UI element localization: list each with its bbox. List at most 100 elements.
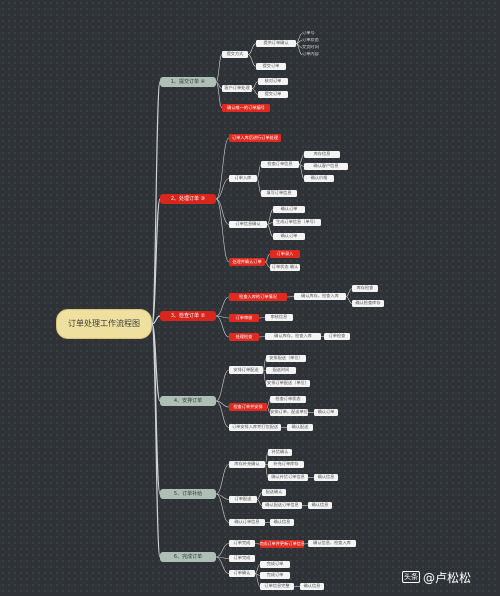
leaf-node[interactable]: 配送时间 <box>266 367 296 374</box>
leaf-node[interactable]: 确认补货订单信息 <box>268 474 308 481</box>
leaf-node[interactable]: 库存补充确认 <box>229 461 265 468</box>
connector-b2 <box>151 315 161 325</box>
leaf-node[interactable]: 订单录入 <box>270 250 300 258</box>
watermark: 头条 @卢松松 <box>402 566 471 588</box>
leaf-node[interactable]: 配送确认 <box>262 489 286 496</box>
connector-b1 <box>151 198 161 325</box>
connector-l5b <box>215 493 230 500</box>
leaf-node[interactable]: 确认订单信息 <box>229 519 265 526</box>
leaf-node[interactable]: 提交订单 <box>256 63 286 70</box>
connector-l2d2 <box>264 261 271 268</box>
leaf-node[interactable]: 确认库存，检查入库 <box>294 293 346 300</box>
connector-l2c3 <box>266 224 274 237</box>
leaf-node[interactable]: 确认配送订单信息 <box>262 502 302 509</box>
leaf-node[interactable]: 检查入库的订单情况 <box>229 293 287 301</box>
leaf-node[interactable]: 订单安排入库并打包配送 <box>229 424 281 431</box>
branch-4[interactable]: 4、安排订单 <box>160 396 216 406</box>
leaf-node[interactable]: 订单号 <box>302 31 315 36</box>
branch-1[interactable]: 1、提交订单 ④ <box>160 77 216 87</box>
leaf-node[interactable]: 订单审核 <box>229 314 259 322</box>
connector-l2d1 <box>264 253 271 263</box>
connector-l3b <box>215 315 230 319</box>
toutiao-logo-icon: 头条 <box>402 571 420 583</box>
leaf-node[interactable]: 生成订单信息（单号） <box>273 219 321 226</box>
leaf-node[interactable]: 确认信息 <box>314 474 338 481</box>
leaf-node[interactable]: 安排订单配送 <box>229 366 263 374</box>
leaf-node[interactable]: 核对订单 <box>258 78 288 85</box>
leaf-node[interactable]: 交货时间 <box>302 45 319 50</box>
root-node[interactable]: 订单处理工作流程图 <box>56 309 152 339</box>
connector-l1a <box>215 54 223 83</box>
leaf-node[interactable]: 客户订单处理 <box>222 85 252 92</box>
leaf-node[interactable]: 检查订单状态 <box>270 396 306 403</box>
leaf-node[interactable]: 订单信息确认 <box>229 221 267 228</box>
leaf-node[interactable]: 提供订单确认 <box>256 40 296 47</box>
leaf-node[interactable]: 审核信息 <box>265 314 293 321</box>
connector-l2a <box>215 137 230 200</box>
connector-l4a3 <box>262 369 267 384</box>
leaf-node[interactable]: 确认信息，检查入库 <box>308 540 356 547</box>
leaf-node[interactable]: 订单信息完整 <box>260 583 294 590</box>
leaf-node[interactable]: 安排配送（单位） <box>266 355 306 362</box>
leaf-node[interactable]: 库存信息 <box>304 151 340 158</box>
leaf-node[interactable]: 提交订单 <box>258 91 288 98</box>
connector-l2b1a <box>298 154 305 165</box>
leaf-node[interactable]: 确认信息 <box>270 519 294 526</box>
connector-l6a1a <box>303 543 309 545</box>
leaf-node[interactable]: 安排订单，配送单位 <box>270 409 308 416</box>
connector-l6c <box>215 556 230 574</box>
leaf-node[interactable]: 补充订单库存 <box>268 461 304 468</box>
leaf-node[interactable]: 完成订单 <box>260 561 290 568</box>
connector-l2b <box>215 178 230 200</box>
leaf-node[interactable]: 确认配送 <box>287 424 313 431</box>
leaf-node[interactable]: 处理检查 <box>229 333 259 341</box>
leaf-node[interactable]: 补货确认 <box>268 449 292 456</box>
leaf-node[interactable]: 完成订单 <box>260 572 290 579</box>
leaf-node[interactable]: 订单内容 <box>302 52 319 57</box>
leaf-node[interactable]: 完成订单并更新订单信息 <box>260 540 304 548</box>
leaf-node[interactable]: 填写订单信息 <box>261 190 297 197</box>
leaf-node[interactable]: 确认信息 <box>308 502 332 509</box>
leaf-node[interactable]: 提交方式 <box>222 51 248 58</box>
connector-l2c <box>215 198 230 225</box>
connector-l5a <box>215 464 230 495</box>
connector-l2d <box>215 198 230 263</box>
leaf-node[interactable]: 安排订单配送（单位） <box>266 380 310 387</box>
connector-l1a1 <box>247 43 257 55</box>
leaf-node[interactable]: 确认库存，检查入库 <box>265 333 321 340</box>
leaf-node[interactable]: 订单确认 <box>229 570 255 577</box>
leaf-node[interactable]: 确认订单 <box>273 206 305 213</box>
leaf-node[interactable]: 订单入库 <box>229 175 257 182</box>
connector-l3a <box>215 296 230 317</box>
connector-l5a1 <box>264 452 269 465</box>
leaf-node[interactable]: 订单状态 <box>302 38 319 43</box>
leaf-node[interactable]: 检查订单信息 <box>261 161 299 168</box>
leaf-node[interactable]: 确认唯一的订单编号 <box>222 104 270 112</box>
leaf-node[interactable]: 确认订单 <box>273 233 305 240</box>
leaf-node[interactable]: 确认价格 <box>304 175 334 182</box>
watermark-handle: @卢松松 <box>423 570 472 585</box>
leaf-node[interactable]: 订单检查 <box>324 333 350 340</box>
connector-l4a1 <box>262 358 267 371</box>
connector-l1c <box>215 81 223 109</box>
leaf-node[interactable]: 确认客户信息 <box>304 163 348 170</box>
leaf-node[interactable]: 检查订单并安排 <box>229 403 267 411</box>
branch-5[interactable]: 5、订单补给 <box>160 489 216 499</box>
leaf-node[interactable]: 订单完成 <box>229 540 255 547</box>
leaf-node[interactable]: 订单入库后进行订单处理 <box>229 134 281 142</box>
leaf-node[interactable]: 库存检查 <box>352 285 378 292</box>
leaf-node[interactable]: 订单完成 <box>229 555 255 562</box>
connector-l6c1 <box>254 564 261 574</box>
leaf-node[interactable]: 订单状态 确认 <box>270 264 300 271</box>
connector-l6b <box>215 556 230 559</box>
leaf-node[interactable]: 确认信息 <box>300 583 324 590</box>
connector-l3a1 <box>286 296 295 298</box>
branch-2[interactable]: 2、处理订单 ③ <box>160 194 216 204</box>
leaf-node[interactable]: 确认订单 <box>314 409 338 416</box>
leaf-node[interactable]: 处理并确认订单 <box>229 258 265 266</box>
leaf-node[interactable]: 确认检查库存 <box>352 300 384 307</box>
connector-l6a <box>215 543 230 558</box>
branch-3[interactable]: 3、检查订单 ② <box>160 311 216 321</box>
branch-6[interactable]: 6、完成订单 <box>160 552 216 562</box>
leaf-node[interactable]: 订单配送 <box>229 496 257 503</box>
